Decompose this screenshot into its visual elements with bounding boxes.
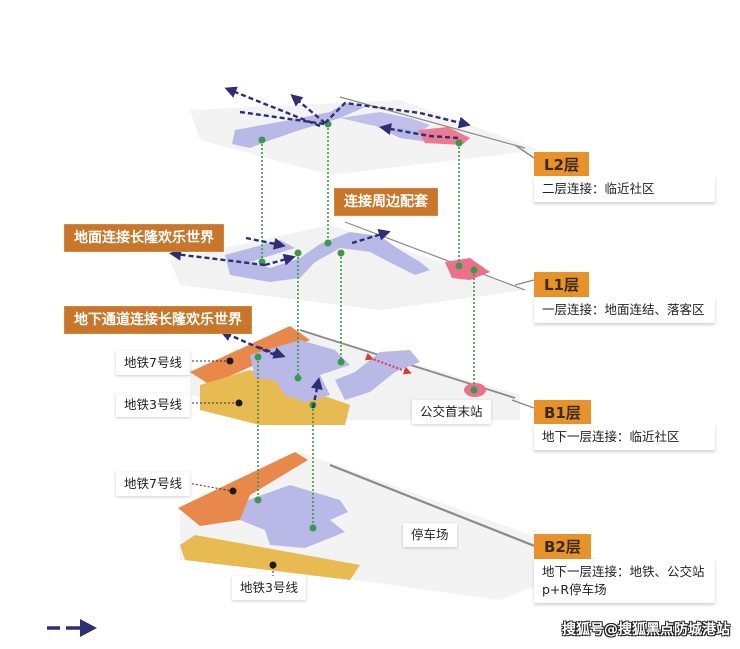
callout-b2-metro7: 地铁7号线	[116, 472, 190, 496]
b1-red-flow-arrow	[364, 352, 412, 375]
callout-b2-metro3: 地铁3号线	[232, 576, 306, 600]
flow-arrows	[169, 86, 471, 409]
dashed-arrow-icon	[47, 619, 97, 637]
level-tag-connectors	[511, 144, 566, 553]
level-desc-l2: 二层连接：临近社区	[534, 176, 715, 202]
b2-metro7-strip	[178, 452, 308, 526]
callout-b1-metro7: 地铁7号线	[116, 351, 190, 375]
callout-b1-metro3: 地铁3号线	[116, 393, 190, 417]
level-desc-b2: 地下一层连接：地铁、公交站 p+R停车场	[534, 559, 715, 603]
label-ground-link: 地面连接长隆欢乐世界	[64, 224, 224, 252]
level-desc-b1: 地下一层连接：临近社区	[534, 424, 715, 450]
level-b2-plate	[178, 452, 600, 600]
level-desc-l1: 一层连接：地面连结、落客区	[534, 297, 715, 323]
label-underground-link: 地下通道连接长隆欢乐世界	[64, 306, 252, 334]
label-surrounding-facilities: 连接周边配套	[334, 188, 438, 216]
watermark: 搜狐号@搜狐黑点防城港站	[562, 622, 730, 638]
l1-pink-zone	[445, 258, 490, 280]
level-desc-b2-line1: 地下一层连接：地铁、公交站	[542, 564, 705, 579]
level-l2-plate	[190, 96, 540, 175]
callout-dots	[226, 357, 277, 569]
b1-metro3-strip	[200, 370, 350, 425]
level-desc-b2-line2: p+R停车场	[542, 582, 607, 597]
level-tag-l1: L1层	[534, 272, 589, 298]
callout-parking: 停车场	[403, 523, 457, 547]
callout-bus-terminal: 公交首末站	[412, 400, 491, 424]
level-tag-b1: B1层	[534, 400, 591, 426]
b2-metro3-strip	[180, 535, 360, 580]
b1-metro7-strip	[190, 326, 310, 385]
link-nodes	[254, 120, 478, 532]
level-tag-l2: L2层	[534, 152, 589, 178]
level-tag-b2: B2层	[534, 534, 591, 560]
